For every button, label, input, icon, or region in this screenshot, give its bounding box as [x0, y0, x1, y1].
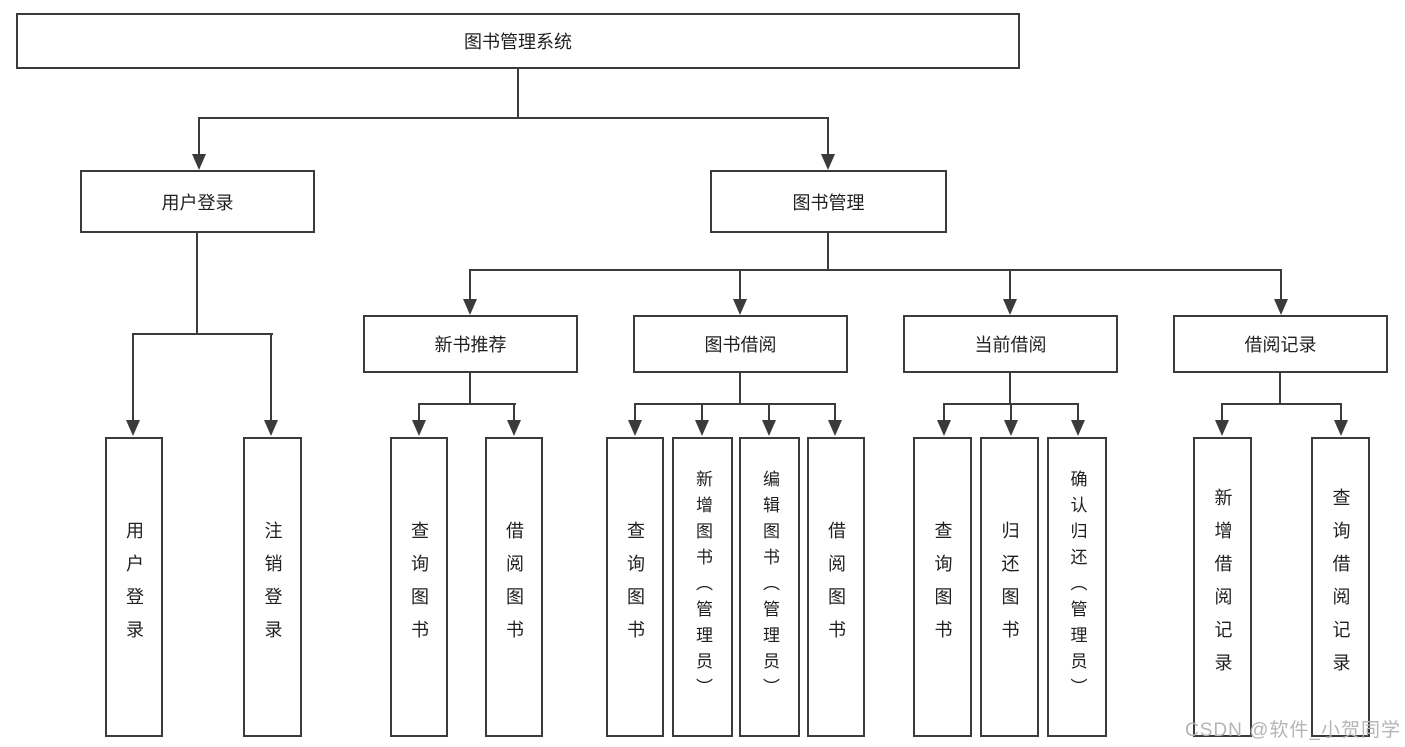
connector-line	[701, 403, 703, 421]
arrowhead-down-icon	[1004, 420, 1018, 436]
leaf-return-books: 归还图书	[980, 437, 1039, 737]
connector-line	[1221, 403, 1342, 405]
connector-line	[739, 269, 741, 300]
arrowhead-down-icon	[1334, 420, 1348, 436]
connector-line	[1009, 373, 1011, 405]
node-user-login: 用户登录	[80, 170, 315, 233]
node-label: 查询图书	[409, 521, 429, 653]
node-book-borrow: 图书借阅	[633, 315, 848, 373]
connector-line	[418, 403, 420, 421]
node-label: 查询借阅记录	[1330, 488, 1351, 686]
node-label: 新增借阅记录	[1212, 488, 1233, 686]
leaf-logout: 注销登录	[243, 437, 302, 737]
node-label: 新增图书（管理员）	[693, 470, 712, 704]
node-book-management: 图书管理	[710, 170, 947, 233]
arrowhead-down-icon	[1071, 420, 1085, 436]
leaf-add-borrow-record: 新增借阅记录	[1193, 437, 1252, 737]
arrowhead-down-icon	[463, 299, 477, 315]
connector-line	[1221, 403, 1223, 421]
leaf-query-books-recommend: 查询图书	[390, 437, 448, 737]
leaf-query-books-borrow: 查询图书	[606, 437, 664, 737]
connector-line	[469, 269, 1282, 271]
node-current-borrow: 当前借阅	[903, 315, 1118, 373]
arrowhead-down-icon	[1215, 420, 1229, 436]
node-borrow-records: 借阅记录	[1173, 315, 1388, 373]
node-label: 注销登录	[262, 521, 283, 653]
arrowhead-down-icon	[762, 420, 776, 436]
connector-line	[768, 403, 770, 421]
csdn-watermark: CSDN @软件_小贺同学	[1185, 720, 1401, 741]
connector-line	[517, 69, 519, 119]
node-label: 图书借阅	[704, 335, 777, 355]
node-label: 查询图书	[625, 521, 645, 653]
node-label: 查询图书	[932, 521, 953, 653]
node-root: 图书管理系统	[16, 13, 1020, 69]
leaf-user-login: 用户登录	[105, 437, 163, 737]
node-label: 借阅图书	[504, 521, 524, 653]
node-label: 用户登录	[124, 521, 144, 653]
node-label: 新书推荐	[434, 335, 507, 355]
node-label: 确认归还（管理员）	[1067, 470, 1087, 704]
connector-line	[943, 403, 945, 421]
arrowhead-down-icon	[264, 420, 278, 436]
connector-line	[634, 403, 836, 405]
arrowhead-down-icon	[192, 154, 206, 170]
node-label: 图书管理系统	[464, 32, 572, 52]
node-label: 用户登录	[161, 192, 234, 213]
connector-line	[1077, 403, 1079, 421]
leaf-borrow-books-recommend: 借阅图书	[485, 437, 543, 737]
connector-line	[132, 333, 273, 335]
arrowhead-down-icon	[937, 420, 951, 436]
connector-line	[198, 117, 200, 155]
leaf-confirm-return-admin: 确认归还（管理员）	[1047, 437, 1107, 737]
connector-line	[132, 333, 134, 421]
connector-line	[1279, 373, 1281, 405]
connector-line	[1009, 269, 1011, 300]
arrowhead-down-icon	[126, 420, 140, 436]
arrowhead-down-icon	[695, 420, 709, 436]
connector-line	[1280, 269, 1282, 300]
connector-line	[1340, 403, 1342, 421]
connector-line	[418, 403, 516, 405]
leaf-borrow-books: 借阅图书	[807, 437, 865, 737]
node-label: 图书管理	[792, 192, 865, 213]
connector-line	[198, 117, 829, 119]
arrowhead-down-icon	[1274, 299, 1288, 315]
node-label: 编辑图书（管理员）	[760, 470, 779, 704]
connector-line	[827, 233, 829, 271]
connector-line	[513, 403, 515, 421]
arrowhead-down-icon	[821, 154, 835, 170]
leaf-query-borrow-record: 查询借阅记录	[1311, 437, 1370, 737]
connector-line	[834, 403, 836, 421]
node-new-book-recommend: 新书推荐	[363, 315, 578, 373]
connector-line	[1010, 403, 1012, 421]
leaf-add-books-admin: 新增图书（管理员）	[672, 437, 733, 737]
arrowhead-down-icon	[628, 420, 642, 436]
connector-line	[634, 403, 636, 421]
arrowhead-down-icon	[828, 420, 842, 436]
arrowhead-down-icon	[507, 420, 521, 436]
connector-line	[739, 373, 741, 405]
leaf-edit-books-admin: 编辑图书（管理员）	[739, 437, 800, 737]
connector-line	[469, 373, 471, 405]
arrowhead-down-icon	[412, 420, 426, 436]
node-label: 当前借阅	[974, 335, 1047, 355]
connector-line	[270, 333, 272, 421]
arrowhead-down-icon	[733, 299, 747, 315]
connector-line	[827, 117, 829, 155]
node-label: 借阅记录	[1244, 335, 1317, 355]
node-label: 借阅图书	[826, 521, 846, 653]
arrowhead-down-icon	[1003, 299, 1017, 315]
leaf-query-books-current: 查询图书	[913, 437, 972, 737]
node-label: 归还图书	[999, 521, 1020, 653]
connector-line	[196, 233, 198, 335]
connector-line	[469, 269, 471, 300]
